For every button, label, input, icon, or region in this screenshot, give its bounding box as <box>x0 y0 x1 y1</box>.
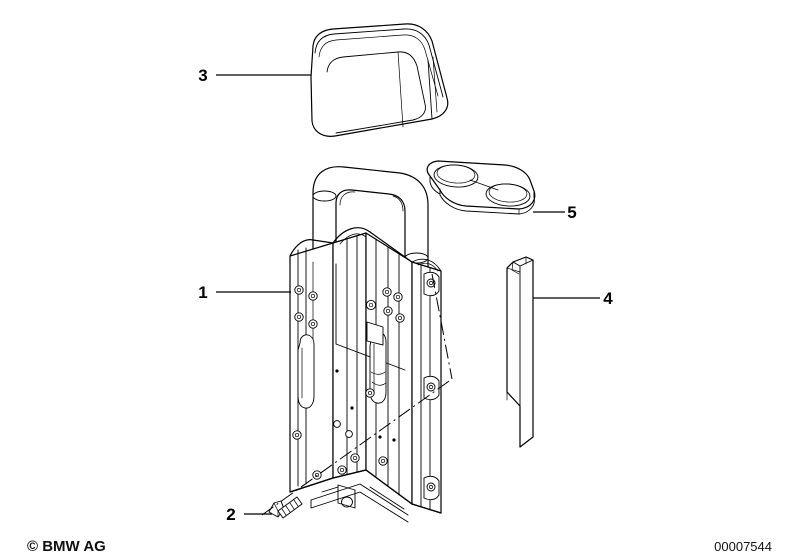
front-panel-rivets <box>333 287 405 475</box>
part-5-flat-link-plate <box>426 160 536 215</box>
assembly-centerline-upper <box>431 273 453 380</box>
copyright-notice: © BMW AG <box>27 538 106 555</box>
part-1-headrest-guide-frame <box>289 166 442 523</box>
callout-label-1: 1 <box>198 283 207 302</box>
diagram-part-number: 00007544 <box>714 539 772 554</box>
callout-label-4: 4 <box>603 289 613 308</box>
callout-label-3: 3 <box>198 66 207 85</box>
part-2-hex-bolt <box>268 496 303 519</box>
front-panel-cutout <box>366 321 384 346</box>
part-3-headrest-cushion-cover <box>310 23 449 137</box>
part-4-guide-rail-strip <box>506 256 534 448</box>
right-flange-lugs <box>423 271 440 501</box>
assembly-centerline <box>261 378 453 516</box>
left-panel-slot <box>297 334 315 409</box>
left-panel-rivets <box>292 285 322 480</box>
callout-label-2: 2 <box>226 505 235 524</box>
callout-label-5: 5 <box>567 203 576 222</box>
callout-leaders <box>216 74 600 515</box>
frame-center-panel <box>332 232 367 479</box>
